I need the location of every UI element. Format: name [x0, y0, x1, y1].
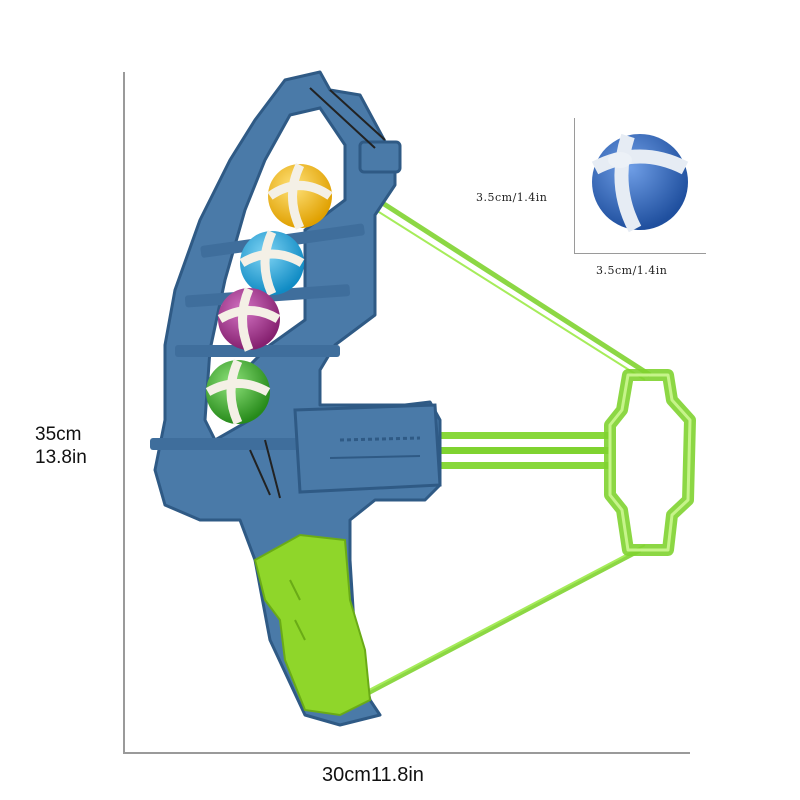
ball-purple	[217, 287, 281, 352]
grip-ridges	[289, 579, 306, 641]
ball-height-line	[574, 118, 575, 254]
ball-yellow	[267, 163, 333, 230]
sample-ball	[591, 133, 689, 233]
ball-blue	[239, 230, 305, 296]
height-dimension-line	[123, 72, 125, 754]
width-label: 30cm11.8in	[322, 764, 424, 786]
width-dimension-line	[123, 752, 690, 754]
bow-grip	[253, 533, 372, 717]
arrow-frame-highlight	[608, 373, 692, 552]
height-in-label: 13.8in	[35, 447, 87, 468]
bow-strings	[343, 192, 652, 708]
height-cm-label: 35cm	[35, 424, 82, 445]
ball-green	[205, 359, 271, 425]
ball-width-label: 3.5cm/1.4in	[596, 264, 668, 277]
ball-width-line	[574, 253, 706, 254]
arrow-shaft	[430, 432, 610, 469]
ball-height-label: 3.5cm/1.4in	[476, 191, 548, 204]
